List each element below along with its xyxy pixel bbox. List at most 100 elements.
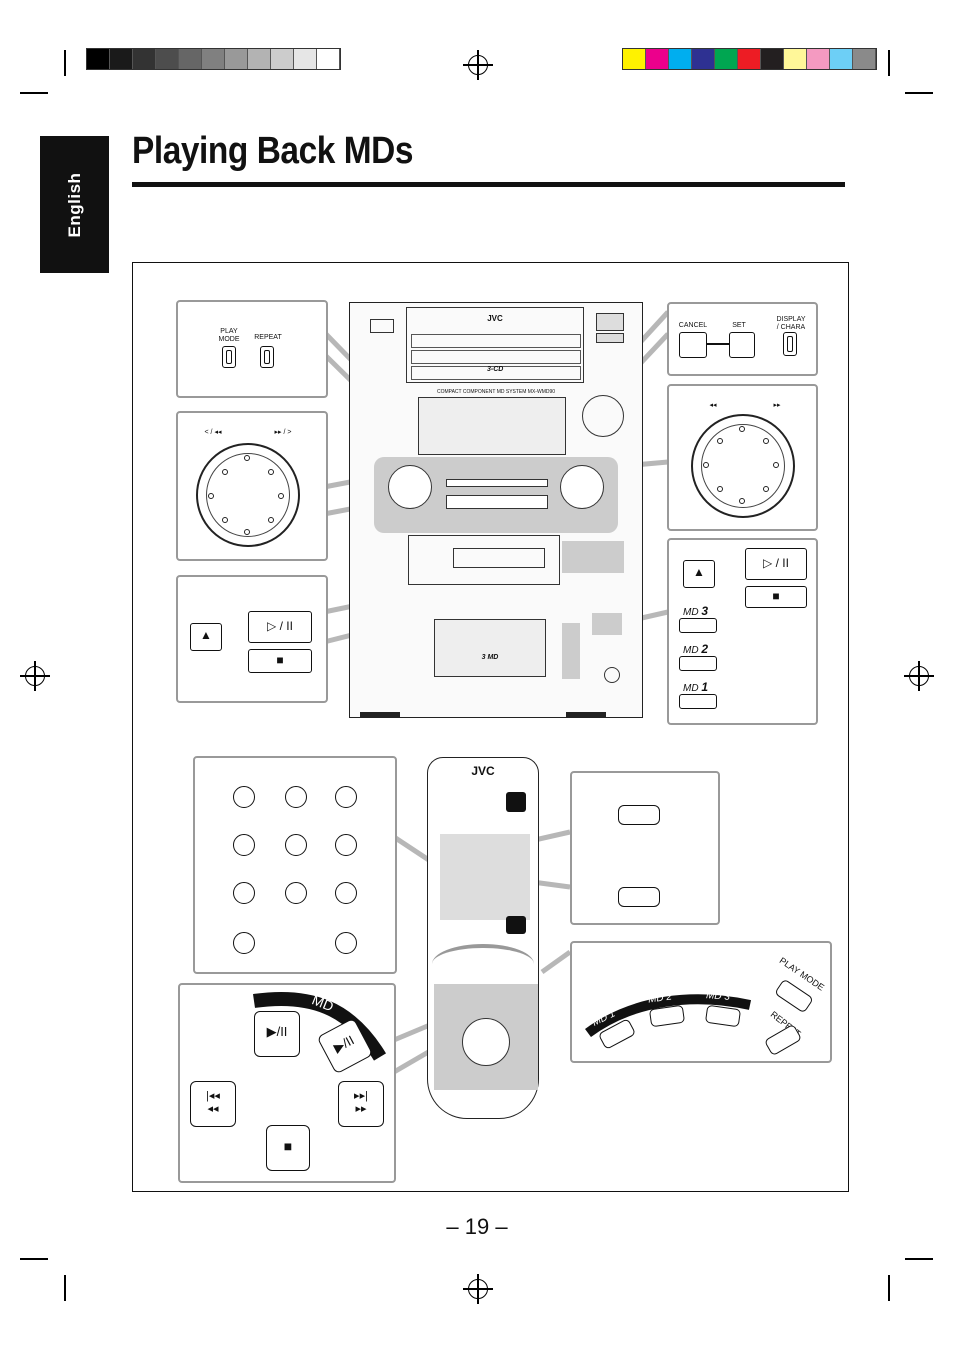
power-button[interactable] [370, 319, 394, 333]
md-select-buttons [562, 623, 580, 679]
cassette-transport-panel: ▲ ▷ / II ■ [176, 575, 328, 703]
dial-dot [278, 493, 284, 499]
color-swatch [761, 49, 784, 69]
color-swatch [110, 49, 133, 69]
remote-prev-button[interactable]: |◂◂ ◂◂ [190, 1081, 236, 1127]
dial-left-label: < / ◂◂ [204, 429, 222, 436]
remote-control: JVC [427, 757, 539, 1119]
color-calibration-bar [622, 48, 877, 70]
stop-icon: ■ [772, 589, 780, 603]
md-play-pause-button[interactable]: ▷ / II [745, 548, 807, 580]
remote-repeat-button[interactable] [763, 1023, 803, 1057]
left-dial-panel: < / ◂◂ ▸▸ / > [176, 411, 328, 561]
right-dial-right-label: ▸▸ [773, 402, 781, 409]
connector-bar [707, 343, 729, 345]
md-select-arc [585, 994, 752, 1037]
crop-mark [888, 50, 890, 76]
set-button[interactable] [729, 332, 755, 358]
key-3[interactable] [335, 786, 357, 808]
remote-next-button[interactable]: ▸▸| ▸▸ [338, 1081, 384, 1127]
key-4[interactable] [233, 834, 255, 856]
control-buttons-row [446, 479, 548, 487]
remote-source-arc [432, 944, 534, 984]
md-transport-controls [592, 613, 622, 635]
remote-stop-button[interactable]: ■ [266, 1125, 310, 1171]
md-tray-panel: ▲ ▷ / II ■ MD 3 MD 2 MD 1 [667, 538, 818, 725]
color-swatch [156, 49, 179, 69]
main-display [418, 397, 566, 455]
color-swatch [294, 49, 317, 69]
remote-cancel-button[interactable] [618, 887, 660, 907]
dial-dot [763, 438, 769, 444]
key-7[interactable] [233, 882, 255, 904]
stop-icon: ■ [276, 653, 284, 667]
cancel-button[interactable] [679, 332, 707, 358]
play-pause-button[interactable]: ▷ / II [248, 611, 312, 643]
color-swatch [179, 49, 202, 69]
dial-dot [208, 493, 214, 499]
md2-button[interactable] [679, 656, 717, 671]
previous-icon: |◂◂ ◂◂ [206, 1090, 220, 1115]
dial-dot [763, 486, 769, 492]
unit-brand: JVC [487, 314, 503, 323]
language-tab: English [40, 136, 109, 273]
remote-power-button[interactable] [506, 792, 526, 812]
dial-dot [222, 517, 228, 523]
dial-dot [268, 469, 274, 475]
remote-number-area [440, 834, 530, 920]
system-label: COMPACT COMPONENT MD SYSTEM MX-WMD90 [436, 389, 556, 395]
key-9[interactable] [335, 882, 357, 904]
repeat-button[interactable] [260, 346, 274, 368]
remote-cursor-pad[interactable] [462, 1018, 510, 1066]
key-back[interactable] [233, 932, 255, 954]
play-mode-button[interactable] [222, 346, 236, 368]
eject-icon: ▲ [200, 628, 212, 642]
color-swatch [830, 49, 853, 69]
key-8[interactable] [285, 882, 307, 904]
color-swatch [133, 49, 156, 69]
play-pause-icon: ▷ / II [267, 619, 293, 633]
md-stop-button[interactable]: ■ [745, 586, 807, 608]
crop-mark [20, 92, 48, 94]
key-1[interactable] [233, 786, 255, 808]
eject-button[interactable]: ▲ [190, 623, 222, 651]
key-6[interactable] [335, 834, 357, 856]
md1-button[interactable] [679, 694, 717, 709]
key-5[interactable] [285, 834, 307, 856]
key-2[interactable] [285, 786, 307, 808]
registration-mark [20, 661, 50, 691]
left-knob[interactable] [388, 465, 432, 509]
cd-stop-button[interactable] [596, 333, 624, 343]
stop-button[interactable]: ■ [248, 649, 312, 673]
display-chara-button[interactable] [783, 332, 797, 356]
cd-slot-2 [411, 350, 581, 364]
color-swatch [87, 49, 110, 69]
unit-foot [360, 712, 400, 718]
color-swatch [646, 49, 669, 69]
cancel-set-display-panel: CANCEL SET DISPLAY / CHARA [667, 302, 818, 376]
md3-button[interactable] [679, 618, 717, 633]
color-swatch [202, 49, 225, 69]
right-dial-left-label: ◂◂ [709, 402, 717, 409]
phones-jack [604, 667, 620, 683]
page-title: Playing Back MDs [132, 130, 414, 172]
color-swatch [623, 49, 646, 69]
next-icon: ▸▸| ▸▸ [354, 1090, 368, 1115]
crop-mark [905, 1258, 933, 1260]
cd-play-button[interactable] [596, 313, 624, 331]
right-knob[interactable] [560, 465, 604, 509]
remote-brand: JVC [471, 764, 495, 778]
volume-knob[interactable] [582, 395, 624, 437]
md-eject-button[interactable]: ▲ [683, 560, 715, 588]
key-forward[interactable] [335, 932, 357, 954]
remote-md-button[interactable] [506, 916, 526, 934]
display-label: DISPLAY / CHARA [776, 316, 806, 331]
color-swatch [853, 49, 876, 69]
remote-md-transport-panel: MD ▶/II ▶/II |◂◂ ◂◂ ▸▸| ▸▸ ■ [178, 983, 396, 1183]
remote-set-button[interactable] [618, 805, 660, 825]
color-swatch [807, 49, 830, 69]
remote-md-play-pause-button[interactable]: ▶/II [254, 1011, 300, 1057]
color-swatch [271, 49, 294, 69]
cd-slot-1 [411, 366, 581, 380]
md1-label: MD 1 [683, 680, 709, 694]
